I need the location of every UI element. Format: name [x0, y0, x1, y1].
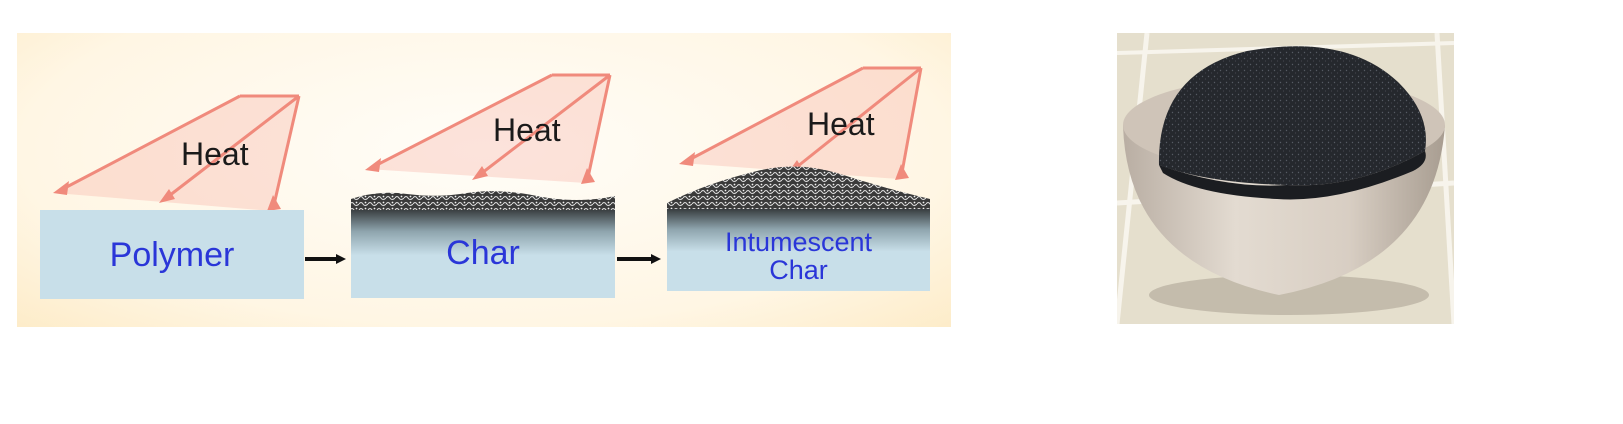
intumescent-char-box [667, 203, 930, 291]
heat-fan-1 [53, 94, 301, 211]
polymer-label: Polymer [109, 236, 235, 274]
bowl-photo-illustration [1117, 33, 1454, 324]
char-mound [1158, 46, 1426, 186]
intumescent-label-line1: Intumescent [724, 227, 873, 257]
intumescent-char-layer [667, 166, 930, 209]
polymer-box [40, 210, 304, 299]
heat-fan-3 [679, 66, 923, 180]
intumescent-label-line2: Char [769, 255, 828, 286]
char-label: Char [446, 234, 520, 272]
char-layer [351, 191, 615, 210]
heat-label-1: Heat [181, 136, 249, 172]
heat-fan-2 [365, 73, 612, 184]
heat-label-3: Heat [807, 106, 875, 142]
photo-panel [1117, 33, 1454, 324]
char-box [351, 203, 615, 298]
heat-label-2: Heat [493, 112, 561, 148]
diagram-panel: Heat Heat Heat Polymer Char Intumescent … [17, 33, 951, 327]
intumescent-char-label: Intumescent Char [667, 228, 930, 285]
diagram-svg [40, 66, 930, 299]
